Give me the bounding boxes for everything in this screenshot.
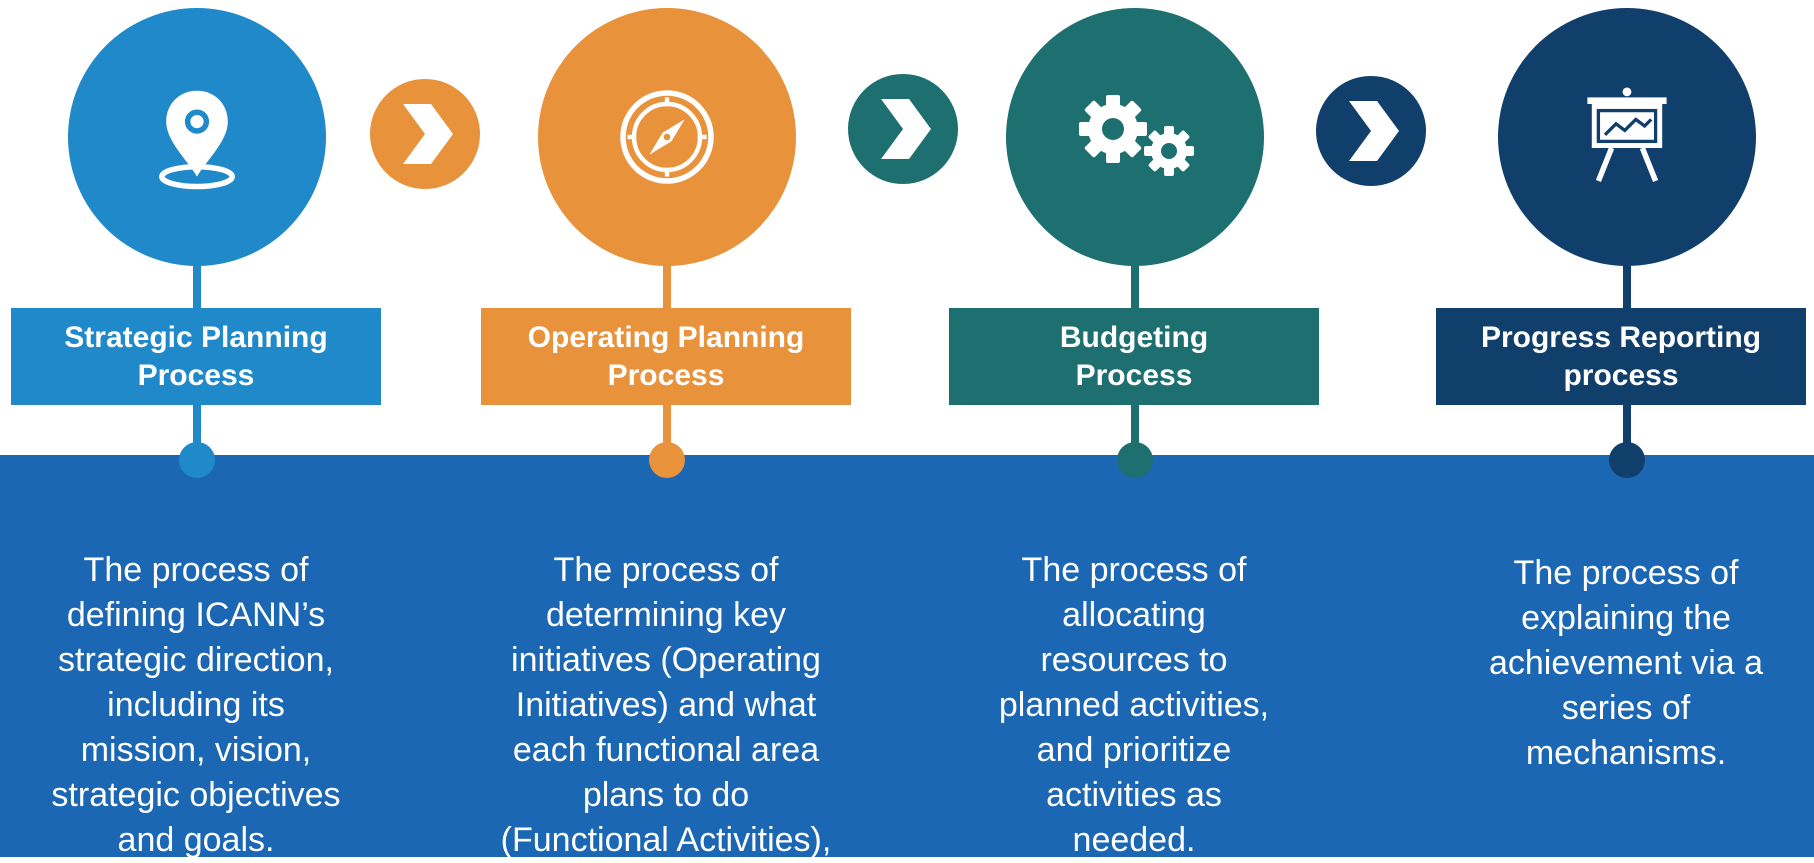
progress-title: Progress Reporting process (1436, 308, 1806, 405)
operating-dot (649, 442, 685, 478)
budgeting-stem-bottom (1131, 405, 1139, 451)
arrow-3 (1316, 76, 1426, 186)
strategic-title: Strategic Planning Process (11, 308, 381, 405)
progress-stem-bottom (1623, 405, 1631, 451)
budgeting-stem-top (1131, 262, 1139, 310)
budgeting-circle (1006, 8, 1264, 266)
strategic-circle (68, 8, 326, 266)
description-band (0, 455, 1814, 857)
strategic-dot (179, 442, 215, 478)
chevron-right-icon (403, 104, 453, 164)
budgeting-title: Budgeting Process (949, 308, 1319, 405)
location-pin-icon (159, 90, 235, 190)
operating-title: Operating Planning Process (481, 308, 851, 405)
step-budgeting: Budgeting Process The process of allocat… (949, 0, 1319, 859)
step-operating-planning: Operating Planning Process The process o… (481, 0, 851, 859)
arrow-1 (370, 79, 480, 189)
progress-stem-top (1623, 262, 1631, 310)
chevron-right-icon (1349, 101, 1399, 161)
strategic-stem-bottom (193, 405, 201, 451)
budgeting-description: The process of allocating resources to p… (998, 551, 1270, 859)
chevron-right-icon (881, 99, 931, 159)
budgeting-dot (1117, 442, 1153, 478)
strategic-stem-top (193, 262, 201, 310)
presentation-board-icon (1587, 87, 1667, 183)
step-progress-reporting: Progress Reporting process The process o… (1436, 0, 1806, 857)
operating-stem-top (663, 262, 671, 310)
progress-description: The process of explaining the achievemen… (1488, 554, 1764, 772)
operating-stem-bottom (663, 405, 671, 451)
operating-circle (538, 8, 796, 266)
arrow-2 (848, 74, 958, 184)
operating-description: The process of determining key initiativ… (500, 551, 832, 859)
strategic-description: The process of defining ICANN’s strategi… (51, 551, 341, 859)
compass-icon (620, 90, 714, 184)
step-strategic-planning: Strategic Planning Process The process o… (11, 0, 381, 859)
progress-circle (1498, 8, 1756, 266)
gears-icon (1079, 95, 1194, 176)
progress-dot (1609, 442, 1645, 478)
